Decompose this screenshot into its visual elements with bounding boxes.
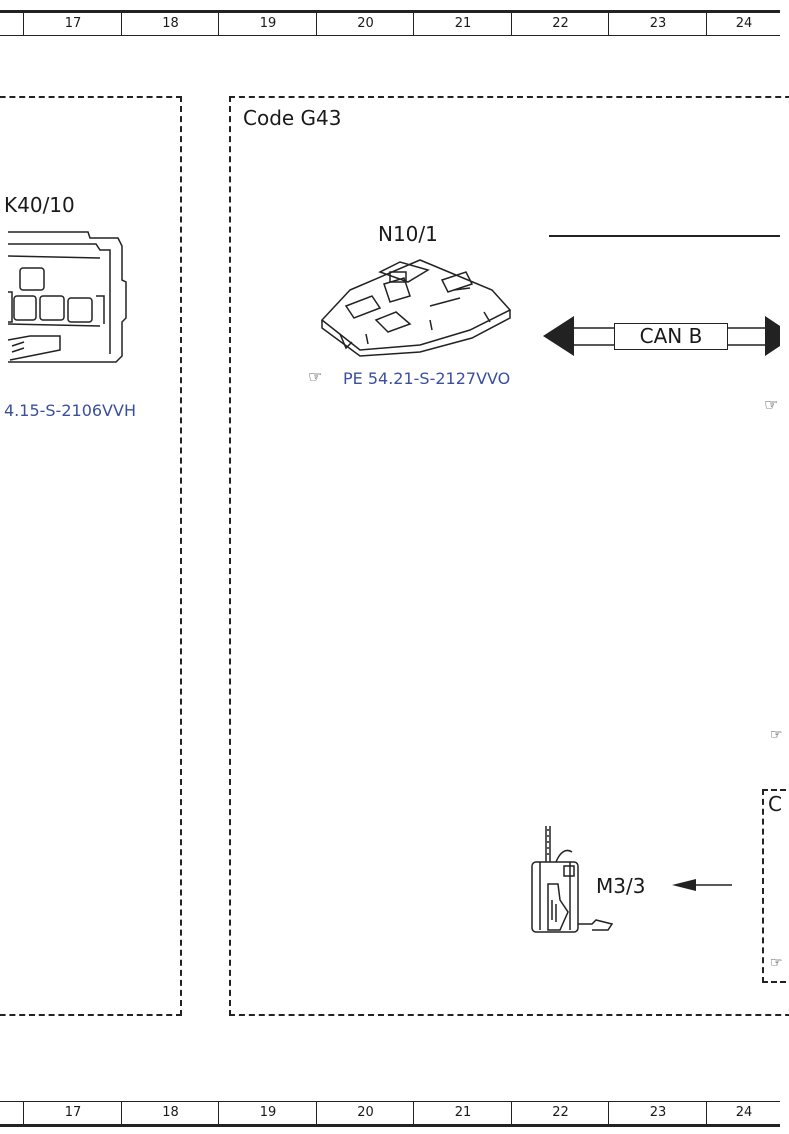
n10-1-label: N10/1 [378, 222, 438, 246]
m3-3-label: M3/3 [596, 874, 646, 898]
ruler-cell: 22 [511, 13, 609, 35]
k40-10-label: K40/10 [4, 193, 75, 217]
can-b-label: CAN B [614, 323, 728, 350]
pointing-hand-icon-cut: ☞ [770, 955, 783, 971]
n10-1-document-ref[interactable]: PE 54.21-S-2127VVO [343, 369, 511, 388]
ruler-cell: 17 [23, 1102, 122, 1124]
pointing-hand-icon-cut: ☞ [764, 395, 779, 414]
top-grid-ruler: 17 18 19 20 21 22 23 24 [0, 10, 780, 36]
code-g43-frame [229, 96, 789, 1016]
ruler-cell: 21 [413, 1102, 512, 1124]
bottom-grid-ruler: 17 18 19 20 21 22 23 24 [0, 1101, 780, 1127]
ruler-cell: 24 [706, 13, 781, 35]
ruler-cell: 22 [511, 1102, 609, 1124]
partial-box-letter: C [768, 792, 782, 816]
ruler-cell: 17 [23, 13, 122, 35]
ruler-cell: 24 [706, 1102, 781, 1124]
ruler-cell: 18 [121, 13, 219, 35]
ruler-cell: 18 [121, 1102, 219, 1124]
k40-10-document-ref[interactable]: 4.15-S-2106VVH [4, 401, 136, 420]
panel-title: Code G43 [243, 106, 342, 130]
ruler-cell: 20 [316, 13, 414, 35]
partial-inner-box [762, 789, 789, 983]
ruler-cell: 19 [218, 13, 317, 35]
ruler-cell: 19 [218, 1102, 317, 1124]
ruler-cell [0, 1102, 23, 1124]
left-panel-frame [0, 96, 182, 1016]
ruler-cell: 21 [413, 13, 512, 35]
ruler-cell: 23 [608, 1102, 707, 1124]
ruler-cell: 20 [316, 1102, 414, 1124]
pointing-hand-icon-cut: ☞ [770, 727, 783, 743]
ruler-cell: 23 [608, 13, 707, 35]
pointing-hand-icon: ☞ [308, 367, 323, 386]
